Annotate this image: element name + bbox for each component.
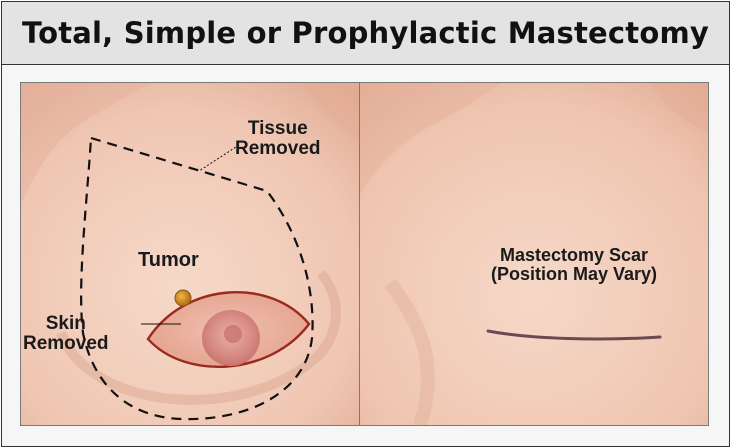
left-panel-illustration: Tissue Removed Tumor Skin Removed	[20, 82, 370, 426]
tumor-icon	[175, 290, 191, 306]
title-bar: Total, Simple or Prophylactic Mastectomy	[2, 2, 729, 65]
right-panel-illustration: Mastectomy Scar (Position May Vary)	[359, 82, 709, 426]
skin-label-line2: Removed	[23, 334, 109, 354]
tumor-label: Tumor	[138, 250, 199, 271]
scar-label: Mastectomy Scar (Position May Vary)	[454, 246, 694, 284]
skin-label-line1: Skin	[23, 314, 109, 334]
scar-label-line2: (Position May Vary)	[454, 265, 694, 284]
tissue-label-line1: Tissue	[235, 119, 321, 139]
skin-removed-label: Skin Removed	[23, 314, 109, 354]
tissue-label-line2: Removed	[235, 139, 321, 159]
tissue-removed-label: Tissue Removed	[235, 119, 321, 159]
nipple	[224, 325, 242, 343]
figure-title: Total, Simple or Prophylactic Mastectomy	[2, 2, 729, 64]
scar-label-line1: Mastectomy Scar	[454, 246, 694, 265]
